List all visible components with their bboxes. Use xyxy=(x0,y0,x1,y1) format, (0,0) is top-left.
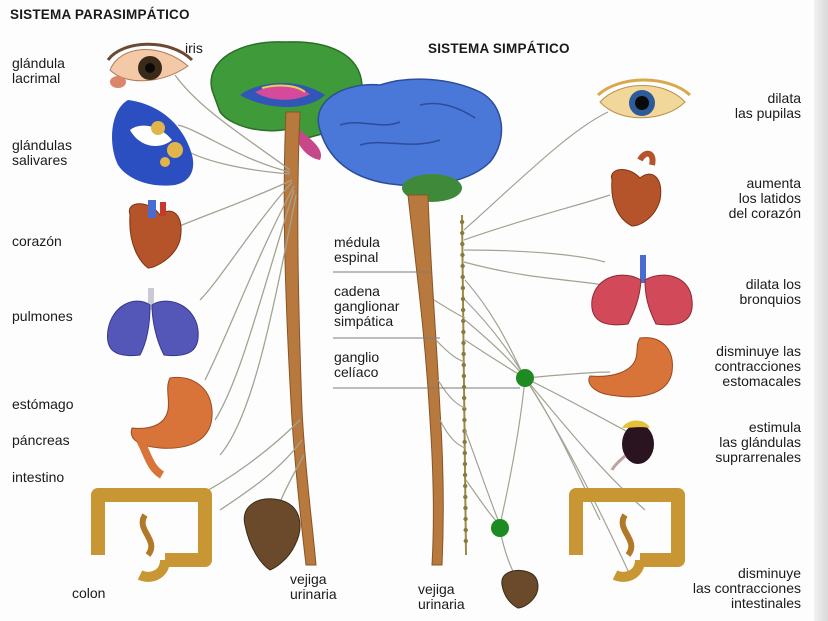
bladder-illustration-left xyxy=(243,498,301,571)
chain-ganglion-bead xyxy=(460,285,466,291)
label-intestinal-contractions: disminuye las contracciones intestinales xyxy=(692,565,801,611)
chain-ganglion-bead xyxy=(462,483,468,489)
eye-illustration-right xyxy=(596,78,692,119)
celiac-ganglion-dot xyxy=(516,369,534,387)
chain-ganglion-bead xyxy=(463,538,469,544)
label-ganglion-chain: cadena ganglionar simpática xyxy=(334,283,400,329)
label-stomach-contractions: disminuye las contracciones estomacales xyxy=(714,343,801,389)
lungs-illustration-right xyxy=(591,255,693,326)
chain-ganglion-bead xyxy=(462,461,468,467)
parasympathetic-nerves xyxy=(169,74,305,516)
chain-ganglion-bead xyxy=(462,417,467,423)
label-heart-left: corazón xyxy=(12,233,62,249)
label-bladder-left: vejiga urinaria xyxy=(290,571,337,602)
label-adrenal-glands: estimula las glándulas suprarrenales xyxy=(715,419,801,465)
chain-ganglion-bead xyxy=(460,263,465,269)
label-colon: colon xyxy=(72,585,106,601)
chain-ganglion-bead xyxy=(461,318,466,324)
chain-ganglion-bead xyxy=(463,516,468,522)
sympathetic-spinal-cord xyxy=(407,194,444,566)
chain-ganglion-bead xyxy=(460,230,465,236)
lungs-illustration-left xyxy=(106,288,199,357)
heart-illustration-left xyxy=(128,200,182,269)
label-celiac-ganglion: ganglio celíaco xyxy=(334,349,380,380)
chain-ganglion-bead xyxy=(462,406,467,412)
chain-ganglion-bead xyxy=(463,494,468,500)
chain-ganglion-bead xyxy=(459,219,465,225)
bladder-illustration-right xyxy=(501,570,539,609)
label-spinal-cord: médula espinal xyxy=(334,234,380,265)
eye-illustration-left xyxy=(106,42,194,88)
stomach-illustration-left xyxy=(130,376,213,479)
chain-ganglion-bead xyxy=(461,362,466,368)
sympathetic-ganglion-chain xyxy=(459,214,469,556)
chain-ganglion-bead xyxy=(461,340,466,346)
chain-ganglion-bead xyxy=(463,505,468,511)
label-dilate-pupils: dilata las pupilas xyxy=(734,90,801,121)
label-intestine-left: intestino xyxy=(12,469,65,485)
head-salivary-illustration xyxy=(112,100,194,186)
chain-ganglion-bead xyxy=(461,351,466,357)
label-leader-lines xyxy=(333,271,520,389)
chain-ganglion-bead xyxy=(462,439,467,445)
stomach-illustration-right xyxy=(588,337,673,398)
label-stomach-left: estómago xyxy=(12,396,74,412)
inferior-ganglion-dot xyxy=(491,519,509,537)
adrenal-illustration-right xyxy=(610,420,654,471)
colon-illustration-left xyxy=(91,488,212,582)
parasympathetic-spinal-cord xyxy=(283,111,317,566)
parasympathetic-title: SISTEMA PARASIMPÁTICO xyxy=(10,7,190,22)
label-bronchi: dilata los bronquios xyxy=(739,276,802,307)
chain-ganglion-bead xyxy=(460,252,465,258)
label-salivary-glands: glándulas salivares xyxy=(12,137,72,168)
label-pancreas: páncreas xyxy=(12,432,70,448)
heart-illustration-right xyxy=(611,150,662,227)
colon-illustration-right xyxy=(569,488,685,582)
chain-ganglion-bead xyxy=(462,450,467,456)
chain-ganglion-bead xyxy=(461,373,467,379)
chain-ganglion-bead xyxy=(460,274,465,280)
label-lungs-left: pulmones xyxy=(12,308,73,324)
chain-ganglion-bead xyxy=(463,527,468,533)
chain-ganglion-bead xyxy=(460,241,465,247)
label-iris: iris xyxy=(185,40,203,56)
chain-ganglion-bead xyxy=(461,329,466,335)
chain-ganglion-bead xyxy=(461,384,467,390)
label-heart-rate: aumenta los latidos del corazón xyxy=(728,175,801,221)
page-edge-shadow xyxy=(814,0,828,621)
sympathetic-brain xyxy=(317,78,503,202)
label-lacrimal-gland: glándula lacrimal xyxy=(12,55,65,86)
chain-ganglion-bead xyxy=(461,395,467,401)
label-bladder-right: vejiga urinaria xyxy=(418,581,465,612)
chain-ganglion-bead xyxy=(462,472,468,478)
chain-ganglion-bead xyxy=(460,307,466,313)
chain-ganglion-bead xyxy=(460,296,466,302)
sympathetic-title: SISTEMA SIMPÁTICO xyxy=(428,41,570,56)
